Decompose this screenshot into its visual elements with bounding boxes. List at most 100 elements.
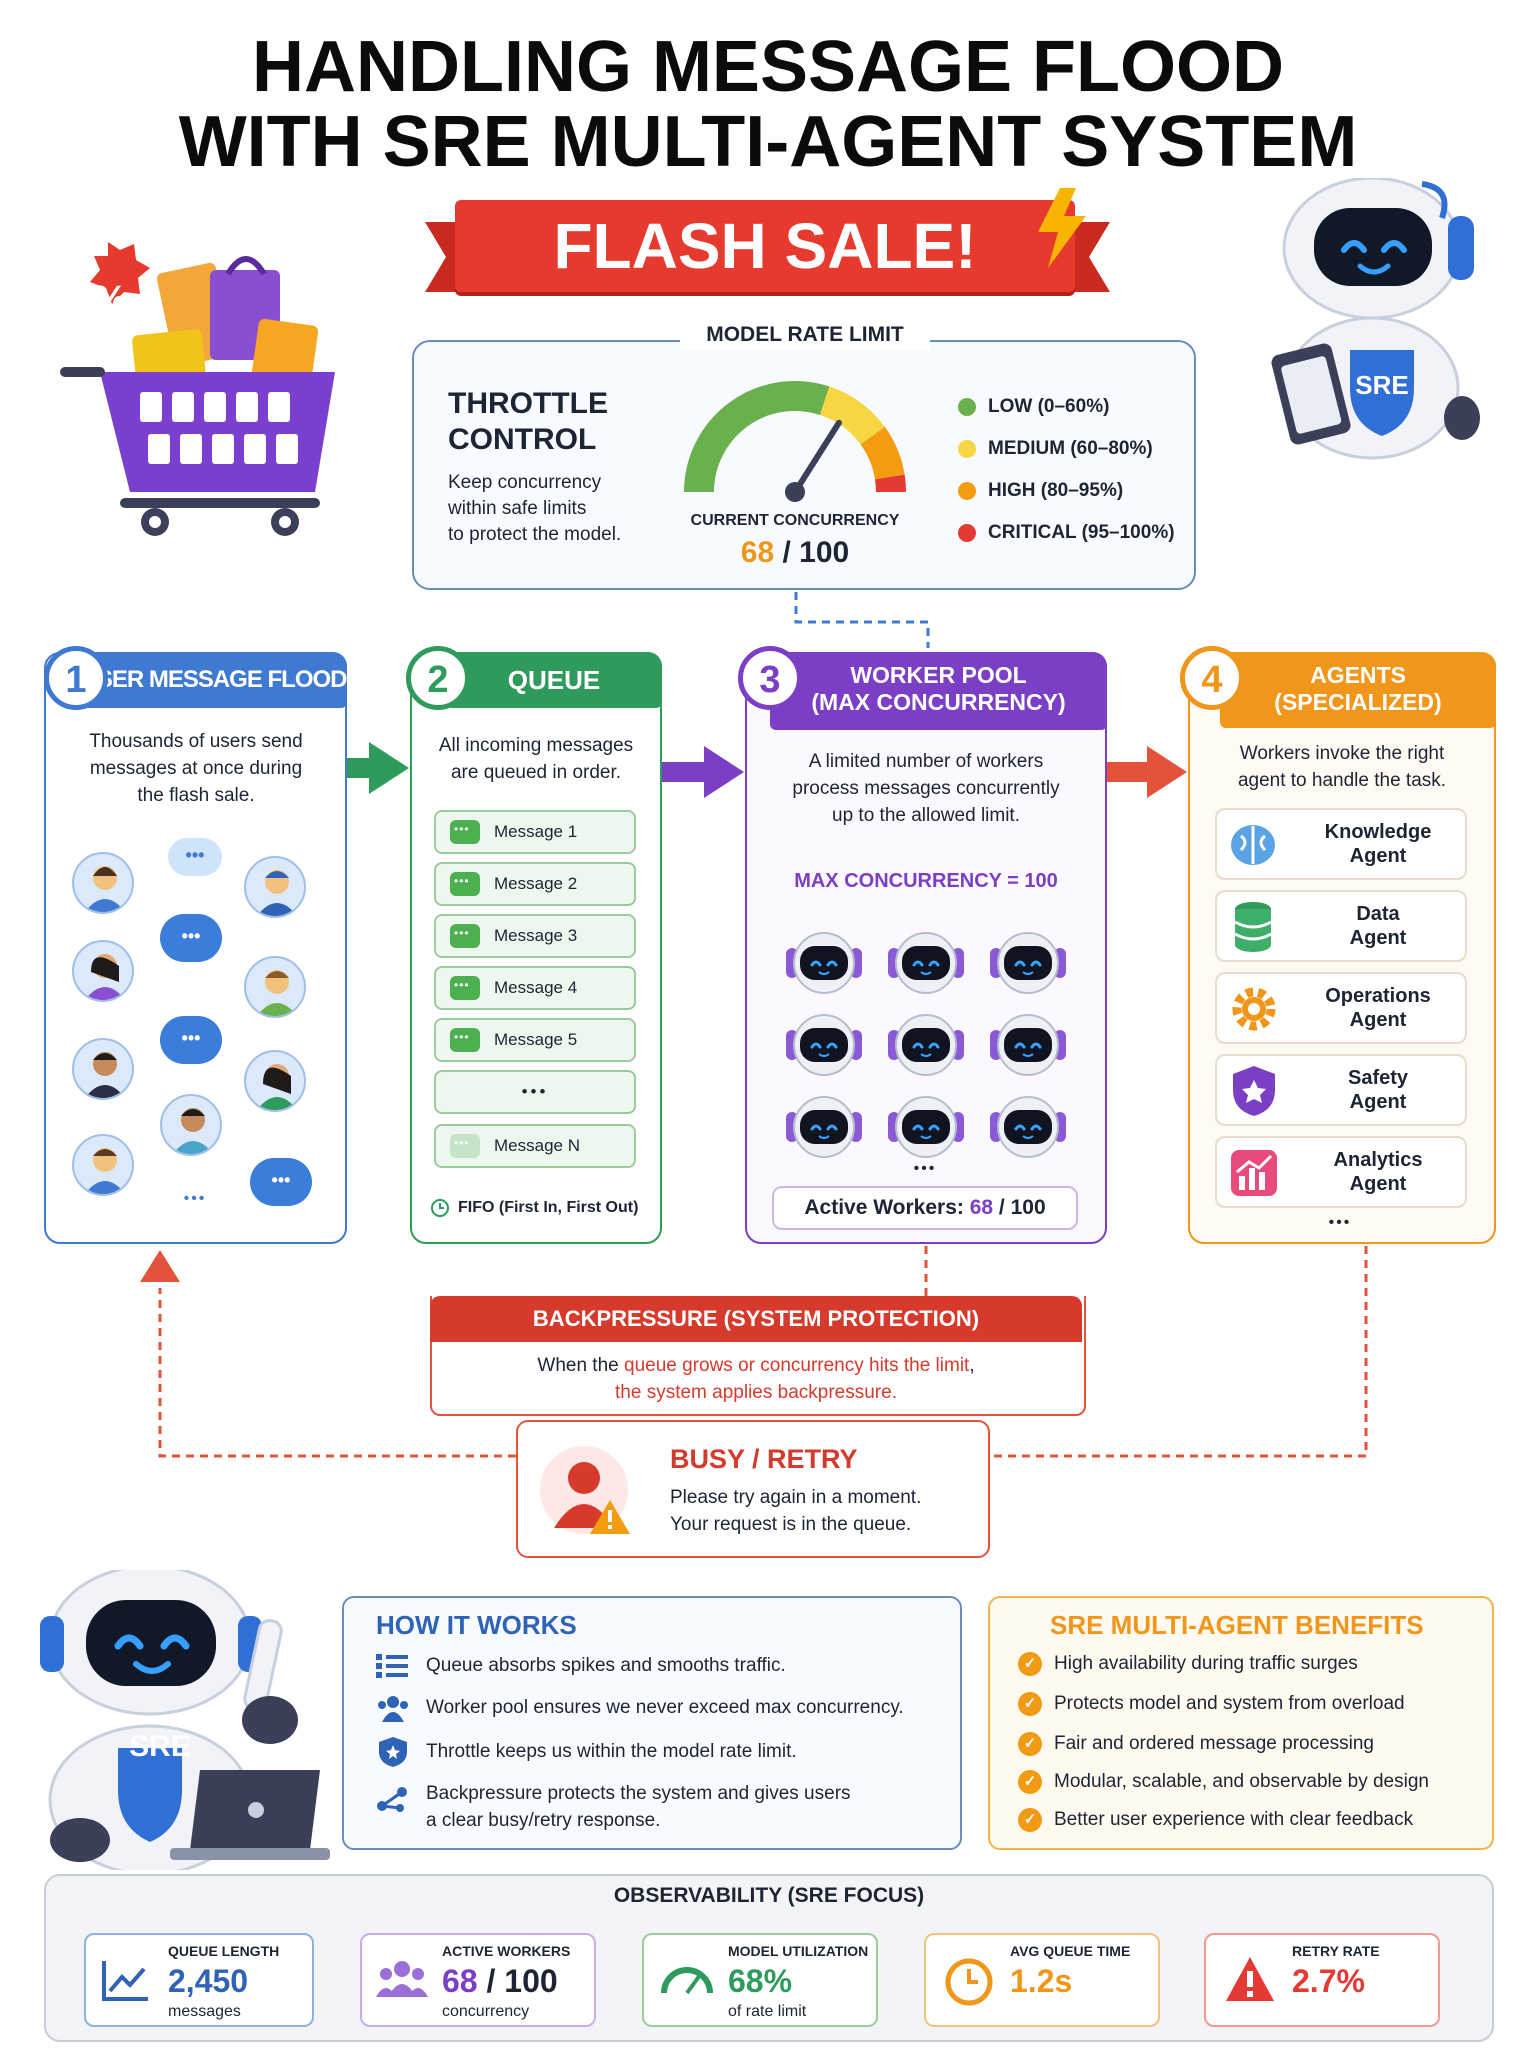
user-avatar — [72, 852, 134, 914]
message-icon — [450, 820, 480, 844]
busy-retry-title: BUSY / RETRY — [670, 1444, 858, 1474]
queue-message: Message 4 — [434, 966, 636, 1010]
current-concurrency-value: 68 / 100 — [740, 536, 850, 569]
current-concurrency-label: CURRENT CONCURRENCY — [690, 512, 900, 529]
chat-bubble-icon: ••• — [168, 838, 222, 876]
max-concurrency-label: MAX CONCURRENCY = 100 — [794, 870, 1058, 892]
warning-icon — [1226, 1957, 1274, 2001]
queue-message: Message 3 — [434, 914, 636, 958]
database-icon — [1234, 902, 1272, 952]
shopping-cart-icon — [60, 242, 335, 536]
how-item-4: Backpressure protects the system and giv… — [426, 1783, 851, 1831]
discount-badge: % — [92, 278, 128, 322]
step4-title: AGENTS(SPECIALIZED) — [1220, 652, 1496, 728]
legend-critical: CRITICAL (95–100%) — [958, 512, 1175, 554]
list-icon — [376, 1654, 408, 1678]
sre-robot-laptop-icon — [40, 1570, 330, 1870]
check-icon: ✓ — [1018, 1770, 1042, 1794]
step3-title: WORKER POOL(MAX CONCURRENCY) — [770, 652, 1107, 730]
gauge-icon — [661, 1967, 713, 1995]
how-item-2: Worker pool ensures we never exceed max … — [426, 1697, 904, 1718]
user-ellipsis: ••• — [183, 1190, 207, 1207]
benefit-item-1: ✓High availability during traffic surges — [1018, 1652, 1358, 1676]
worker-robot-icon — [988, 1094, 1068, 1160]
worker-robot-icon — [886, 1094, 966, 1160]
step2-title: QUEUE — [446, 652, 662, 708]
chat-bubble-icon: ••• — [160, 1016, 222, 1064]
step1-title: USER MESSAGE FLOOD — [80, 652, 348, 708]
check-icon: ✓ — [1018, 1732, 1042, 1756]
message-icon — [450, 872, 480, 896]
chart-icon — [1231, 1150, 1277, 1196]
metric-model-utilization: MODEL UTILIZATION 68% of rate limit — [642, 1933, 878, 2027]
worker-robot-icon — [988, 930, 1068, 996]
user-avatar — [72, 940, 134, 1002]
people-icon — [376, 1961, 428, 1997]
benefit-item-4: ✓Modular, scalable, and observable by de… — [1018, 1770, 1429, 1794]
check-icon: ✓ — [1018, 1808, 1042, 1832]
gauge-legend: LOW (0–60%) MEDIUM (60–80%) HIGH (80–95%… — [958, 386, 1175, 554]
message-icon — [450, 1028, 480, 1052]
benefit-item-5: ✓Better user experience with clear feedb… — [1018, 1808, 1413, 1832]
clock-icon — [431, 1199, 449, 1217]
worker-robot-icon — [784, 930, 864, 996]
busy-retry-message: Please try again in a moment.Your reques… — [670, 1487, 922, 1535]
shield-icon — [1233, 1066, 1275, 1116]
lightning-icon — [1038, 188, 1086, 268]
user-warning-icon — [540, 1446, 630, 1534]
how-item-1: Queue absorbs spikes and smooths traffic… — [426, 1655, 786, 1676]
sre-badge-bottom: SRE — [129, 1730, 191, 1763]
how-item-3: Throttle keeps us within the model rate … — [426, 1741, 797, 1762]
throttle-connector — [794, 592, 930, 648]
benefits-panel — [988, 1596, 1494, 1850]
arrow-2-3 — [704, 746, 744, 798]
benefit-item-3: ✓Fair and ordered message processing — [1018, 1732, 1374, 1756]
chat-bubble-icon: ••• — [160, 914, 222, 962]
legend-high: HIGH (80–95%) — [958, 470, 1175, 512]
benefits-title: SRE MULTI-AGENT BENEFITS — [1050, 1610, 1424, 1640]
page-title-line1: HANDLING MESSAGE FLOOD — [251, 27, 1284, 107]
metric-avg-queue-time: AVG QUEUE TIME 1.2s — [924, 1933, 1160, 2027]
queue-message: Message 2 — [434, 862, 636, 906]
throttle-heading-2: CONTROL — [448, 423, 597, 456]
legend-low: LOW (0–60%) — [958, 386, 1175, 428]
throttle-heading-1: THROTTLE — [448, 387, 608, 420]
clock-icon — [945, 1958, 993, 2006]
gear-icon — [1232, 987, 1276, 1031]
agents-ellipsis: ••• — [1328, 1214, 1352, 1231]
sre-robot-clipboard-icon — [1271, 178, 1480, 460]
chat-bubble-icon: ••• — [250, 1158, 312, 1206]
observability-title: OBSERVABILITY (SRE FOCUS) — [613, 1884, 925, 1907]
arrow-3-4 — [1147, 746, 1187, 798]
message-icon — [450, 976, 480, 1000]
flash-sale-banner: FLASH SALE! — [455, 200, 1075, 292]
check-icon: ✓ — [1018, 1652, 1042, 1676]
backpressure-title: BACKPRESSURE (SYSTEM PROTECTION) — [430, 1296, 1082, 1342]
legend-medium: MEDIUM (60–80%) — [958, 428, 1175, 470]
worker-robot-icon — [886, 930, 966, 996]
step4-number: 4 — [1180, 646, 1244, 710]
worker-robot-icon — [988, 1012, 1068, 1078]
gauge-segment — [860, 426, 905, 480]
worker-robot-icon — [784, 1012, 864, 1078]
how-it-works-panel — [342, 1596, 962, 1850]
user-avatar — [72, 1038, 134, 1100]
metric-active-workers: ACTIVE WORKERS 68 / 100 concurrency — [360, 1933, 596, 2027]
worker-robot-icon — [784, 1094, 864, 1160]
network-icon — [377, 1787, 407, 1812]
step3-number: 3 — [738, 646, 802, 710]
queue-message: Message 5 — [434, 1018, 636, 1062]
worker-ellipsis: ••• — [913, 1160, 937, 1177]
concurrency-gauge — [684, 381, 906, 502]
arrow-3-4-shaft — [1107, 762, 1147, 782]
queue-message: Message 1 — [434, 810, 636, 854]
gauge-segment — [874, 474, 906, 493]
fifo-footer: FIFO (First In, First Out) — [430, 1198, 638, 1218]
trend-icon — [102, 1961, 148, 2001]
queue-message: Message N — [434, 1124, 636, 1168]
throttle-description: Keep concurrency within safe limits to p… — [448, 472, 622, 545]
